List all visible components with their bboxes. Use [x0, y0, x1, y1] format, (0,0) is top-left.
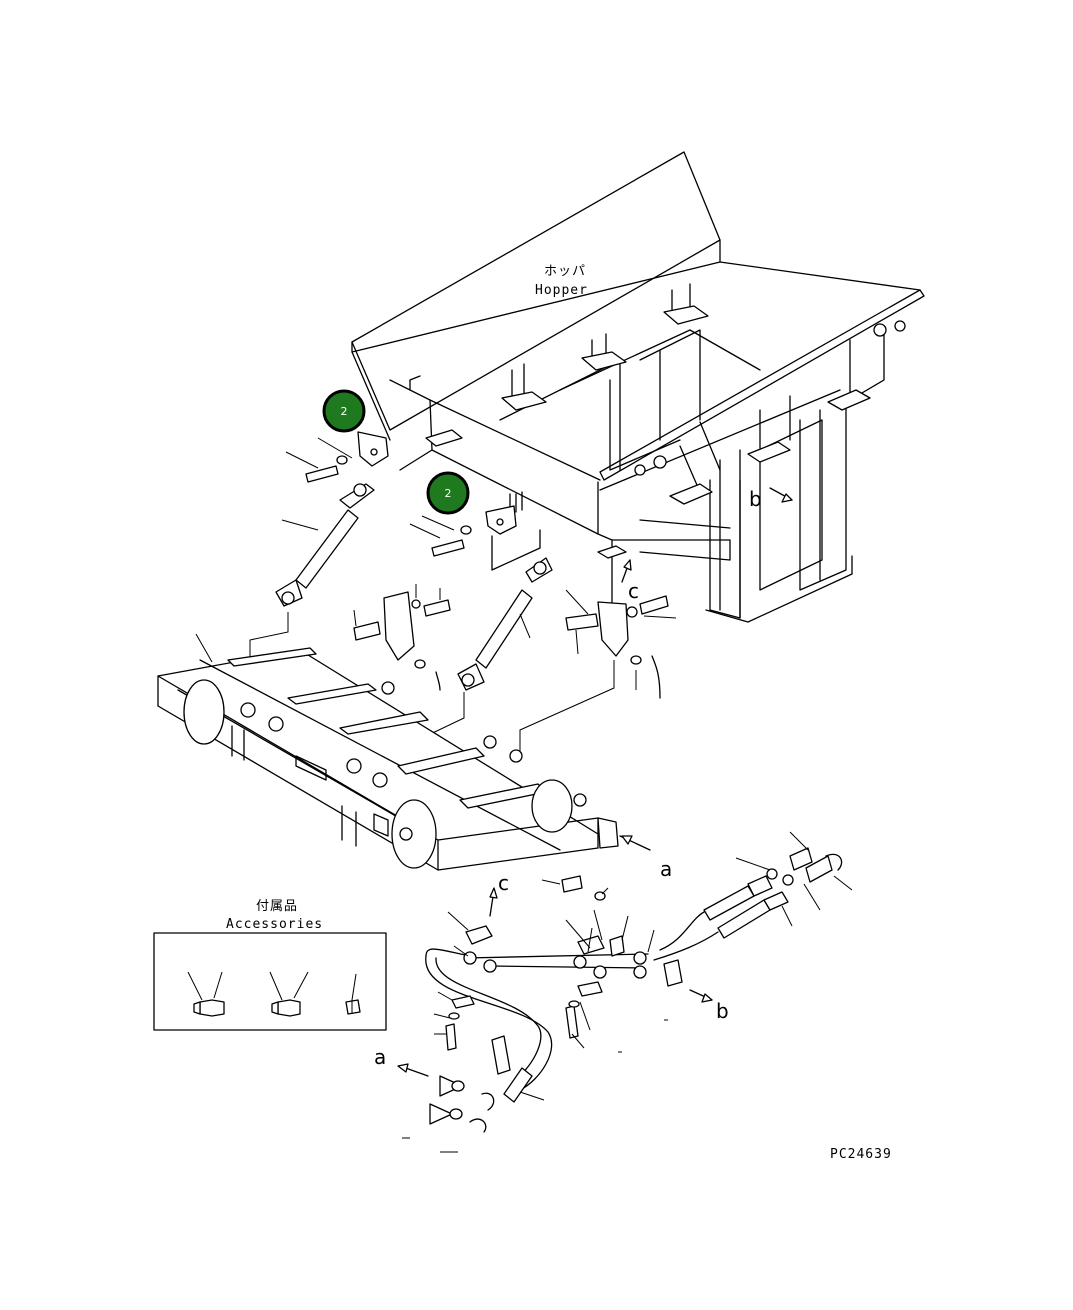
hose-routing-lower: [402, 875, 683, 1153]
linkage-center: [353, 505, 553, 792]
hopper-label-en: Hopper: [535, 283, 588, 298]
callout-2-center: 2: [426, 471, 470, 515]
svg-text:2: 2: [341, 405, 348, 418]
view-arrow-a-upper: [619, 835, 651, 851]
arrow-letter-a-upper: a: [660, 857, 672, 881]
view-arrow-c-lower: [489, 887, 498, 917]
svg-text:2: 2: [445, 487, 452, 500]
accessories-box: [153, 932, 387, 1031]
linkage-left: [249, 431, 389, 720]
hopper-label-jp: ホッパ: [544, 264, 586, 279]
accessories-label-jp: 付属品: [256, 899, 298, 914]
arrow-letter-c-upper: c: [628, 579, 639, 603]
arrow-letter-a-lower: a: [374, 1045, 386, 1069]
hose-fittings-upper-right: [653, 831, 853, 961]
view-arrow-a-lower: [397, 1063, 429, 1077]
hopper-assembly: [351, 151, 925, 623]
view-arrow-b-lower: [689, 989, 713, 1003]
arrow-letter-c-lower: c: [498, 871, 509, 895]
arrow-letter-b-upper: b: [749, 487, 762, 511]
arrow-letter-b-lower: b: [716, 999, 729, 1023]
linkage-right: [519, 589, 677, 752]
conveyor-frame: [157, 633, 619, 871]
view-arrow-b-upper: [769, 487, 793, 503]
figure-code: PC24639: [830, 1147, 892, 1162]
accessories-label-en: Accessories: [226, 917, 323, 932]
view-arrow-c-upper: [621, 559, 632, 583]
accessory-plug-1: [187, 971, 225, 1017]
accessory-fitting: [345, 973, 361, 1015]
accessory-plug-2: [269, 971, 309, 1017]
callout-2-left: 2: [322, 389, 366, 433]
